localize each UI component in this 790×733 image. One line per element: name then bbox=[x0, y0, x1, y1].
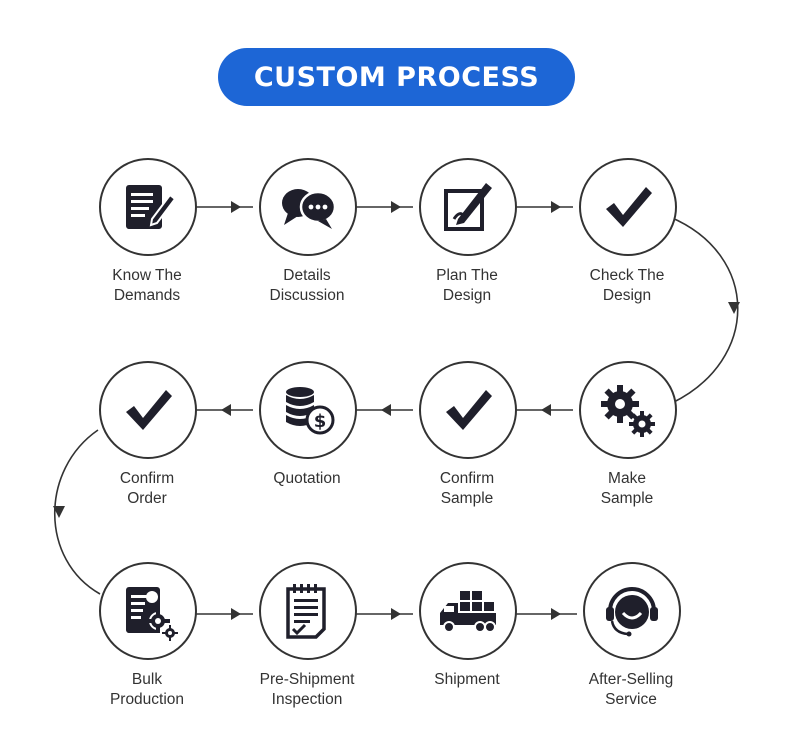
step-circle bbox=[99, 158, 197, 256]
step-shipment: Shipment bbox=[388, 562, 548, 712]
svg-text:$: $ bbox=[314, 411, 327, 432]
step-circle bbox=[99, 361, 197, 459]
step-label: Shipment bbox=[434, 671, 500, 688]
step-circle bbox=[419, 158, 517, 256]
checkmark-icon bbox=[446, 390, 492, 430]
gears-icon bbox=[601, 385, 655, 437]
chat-bubbles-icon bbox=[282, 189, 337, 229]
production-gear-icon bbox=[126, 587, 178, 641]
checkmark-icon bbox=[606, 187, 652, 227]
step-circle bbox=[583, 562, 681, 660]
step-label: Quotation bbox=[273, 470, 341, 487]
coins-dollar-icon: $ bbox=[286, 387, 335, 435]
page-title: CUSTOM PROCESS bbox=[218, 48, 575, 106]
document-pen-icon bbox=[126, 185, 177, 229]
step-quotation: $ Quotation bbox=[228, 361, 388, 511]
design-pencil-icon bbox=[444, 183, 492, 231]
step-circle bbox=[99, 562, 197, 660]
step-circle bbox=[419, 361, 517, 459]
checklist-icon bbox=[286, 584, 326, 639]
step-circle bbox=[579, 158, 677, 256]
step-circle bbox=[579, 361, 677, 459]
step-circle bbox=[419, 562, 517, 660]
delivery-truck-icon bbox=[440, 591, 496, 633]
step-circle bbox=[259, 562, 357, 660]
step-circle bbox=[259, 158, 357, 256]
headset-service-icon bbox=[606, 587, 658, 637]
step-circle: $ bbox=[259, 361, 357, 459]
checkmark-icon bbox=[126, 390, 172, 430]
